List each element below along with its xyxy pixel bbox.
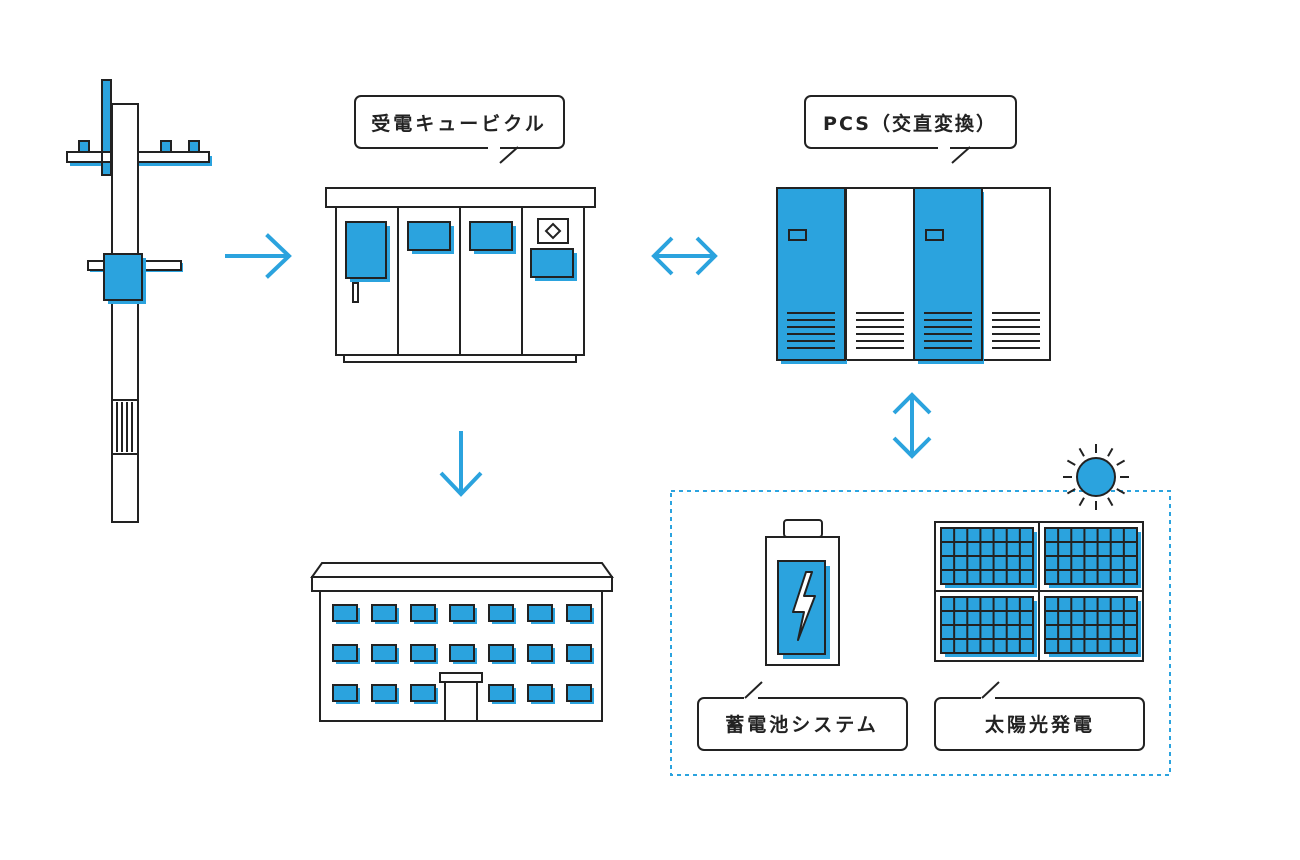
- sun-ray: [1116, 459, 1126, 466]
- building-window: [332, 604, 358, 622]
- battery-label: 蓄電池システム: [725, 713, 878, 736]
- cubicle-label: 受電キュービクル: [371, 112, 546, 135]
- building-window: [566, 684, 592, 702]
- solar-label: 太陽光発電: [985, 713, 1095, 736]
- building-window: [488, 644, 514, 662]
- building-window: [332, 684, 358, 702]
- building-window: [566, 644, 592, 662]
- building-window: [449, 604, 475, 622]
- cubicle-label-callout: 受電キュービクル: [354, 95, 565, 164]
- sun-ray: [1107, 447, 1114, 457]
- solar-panel-icon: [934, 521, 1144, 662]
- sun-ray: [1107, 497, 1114, 507]
- arrow-pcs-storage-bidirectional: [892, 392, 932, 459]
- building-window: [371, 684, 397, 702]
- building-window: [332, 644, 358, 662]
- sun-ray: [1078, 497, 1085, 507]
- power-receiving-cubicle-icon: [325, 187, 596, 363]
- building-window: [488, 684, 514, 702]
- sun-ray: [1066, 488, 1076, 495]
- sun-ray: [1066, 459, 1076, 466]
- sun-ray: [1116, 488, 1126, 495]
- building-window: [527, 644, 553, 662]
- power-conditioner-icon: [776, 187, 1051, 364]
- arrow-cubicle-pcs-bidirectional: [651, 236, 718, 276]
- building-window: [566, 604, 592, 622]
- arrow-cubicle-to-building: [439, 431, 483, 497]
- battery-label-callout: 蓄電池システム: [697, 681, 908, 751]
- building-window: [410, 644, 436, 662]
- building-window: [371, 604, 397, 622]
- pcs-label: PCS（交直変換）: [823, 112, 997, 135]
- battery-icon: [765, 519, 840, 666]
- building-window: [410, 604, 436, 622]
- arrow-pole-to-cubicle: [225, 233, 292, 279]
- pcs-label-callout: PCS（交直変換）: [804, 95, 1017, 164]
- building-icon: [310, 562, 614, 722]
- building-window: [449, 644, 475, 662]
- building-window: [410, 684, 436, 702]
- sun-ray: [1078, 447, 1085, 457]
- building-window: [527, 684, 553, 702]
- storage-group-border: [670, 490, 1171, 776]
- solar-label-callout: 太陽光発電: [934, 681, 1145, 751]
- building-window: [371, 644, 397, 662]
- building-window: [527, 604, 553, 622]
- utility-pole-icon: [66, 79, 212, 523]
- sun-icon: [1063, 444, 1129, 510]
- building-window: [488, 604, 514, 622]
